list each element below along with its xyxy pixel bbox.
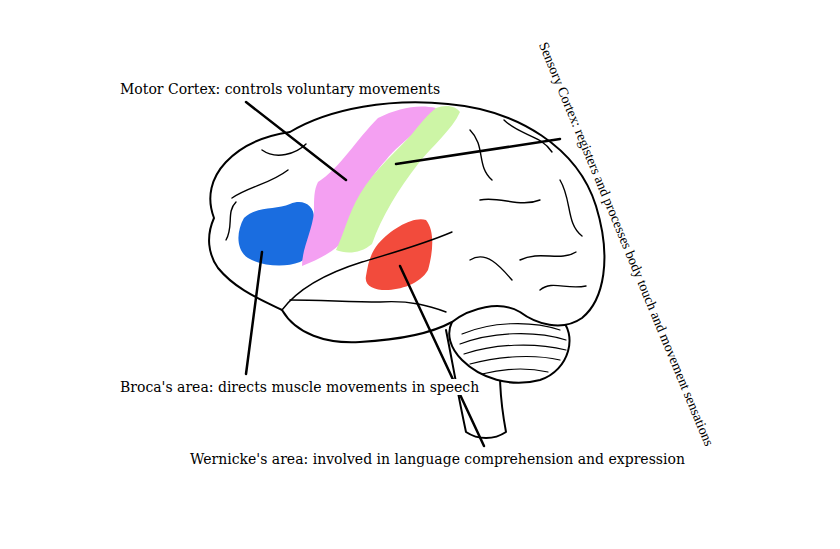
cerebellum-folds: [460, 324, 566, 374]
lateral-fissure: [282, 232, 452, 310]
callout-label: Motor Cortex: controls voluntary movemen…: [118, 81, 442, 97]
parietal-gyri: [470, 120, 582, 236]
callout-label: Wernicke's area: involved in language co…: [188, 451, 687, 467]
temporal-sulcus: [290, 300, 446, 312]
leader-line: [246, 102, 346, 180]
cerebrum: [209, 102, 604, 342]
gyri: [226, 120, 586, 312]
callout-label: Broca's area: directs muscle movements i…: [118, 379, 481, 395]
frontal-gyri: [226, 144, 306, 240]
leader-line: [246, 252, 262, 374]
leader-line: [396, 139, 560, 164]
wernickes-area-region: [366, 219, 433, 290]
occipital-gyri: [470, 252, 586, 290]
leader-line: [400, 266, 484, 446]
